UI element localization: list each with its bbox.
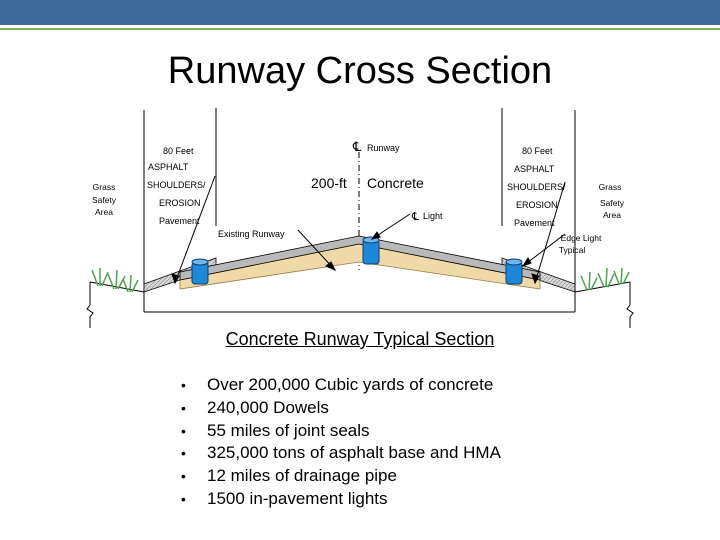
bullet-list: • Over 200,000 Cubic yards of concrete • 2… [181, 374, 501, 511]
right-shoulders-label: SHOULDERS/ [507, 182, 566, 192]
leader-arrows [171, 175, 566, 285]
centerline-light-icon [362, 236, 380, 265]
caption-text: Concrete Runway Typical Section [225, 329, 495, 349]
left-erosion-label: EROSION [159, 198, 201, 208]
list-item: • 55 miles of joint seals [181, 420, 501, 443]
right-asphalt-label: ASPHALT [514, 164, 555, 174]
bullet-text: 240,000 Dowels [207, 397, 329, 417]
bullet-text: 1500 in-pavement lights [207, 488, 388, 508]
list-item: • 240,000 Dowels [181, 397, 501, 420]
list-item: • 1500 in-pavement lights [181, 488, 501, 511]
bullet-symbol: • [181, 422, 186, 439]
right-pavement-label: Pavement [514, 218, 555, 228]
centerline-symbol: ℄ [352, 139, 362, 154]
left-grass-label: Grass [93, 182, 116, 192]
bullet-symbol: • [181, 490, 186, 507]
existing-runway-label: Existing Runway [218, 229, 285, 239]
bullet-symbol: • [181, 399, 186, 416]
slide-title: Runway Cross Section [167, 50, 553, 92]
left-width-label: 80 Feet [163, 146, 194, 156]
header-bar [0, 0, 720, 25]
list-item: • 325,000 tons of asphalt base and HMA [181, 442, 501, 465]
edge-light-label: Edge Light [561, 233, 602, 243]
section-caption: Concrete Runway Typical Section [0, 329, 720, 350]
edge-light-typical-label: Typical [559, 245, 586, 255]
right-width-label: 80 Feet [522, 146, 553, 156]
centerline-light-label: Light [423, 211, 443, 221]
right-area-label: Area [603, 210, 621, 220]
right-edge-light-icon [505, 258, 523, 285]
left-break-line [86, 282, 94, 328]
centerline-light-symbol: ℄ [411, 211, 419, 223]
bullet-symbol: • [181, 468, 186, 485]
concrete-pavement [179, 235, 541, 281]
left-pavement-label: Pavement [159, 216, 200, 226]
bullet-text: 12 miles of drainage pipe [207, 466, 397, 486]
right-safety-label: Safety [600, 198, 625, 208]
left-edge-light-icon [191, 258, 209, 285]
center-width-label: 200-ft [311, 175, 347, 191]
left-area-label: Area [95, 207, 113, 217]
header-accent-line [0, 28, 720, 30]
bullet-text: 55 miles of joint seals [207, 420, 370, 440]
bullet-text: 325,000 tons of asphalt base and HMA [207, 443, 501, 463]
center-material-label: Concrete [367, 175, 424, 191]
left-asphalt-label: ASPHALT [148, 162, 189, 172]
centerline-runway-label: Runway [367, 143, 400, 153]
list-item: • Over 200,000 Cubic yards of concrete [181, 374, 501, 397]
right-grass-label: Grass [599, 182, 622, 192]
right-break-line [626, 282, 634, 328]
bullet-text: Over 200,000 Cubic yards of concrete [207, 375, 494, 394]
right-erosion-label: EROSION [516, 200, 558, 210]
left-ground-line [89, 281, 145, 293]
bullet-symbol: • [181, 377, 186, 393]
bullet-symbol: • [181, 445, 186, 462]
left-safety-label: Safety [92, 195, 117, 205]
list-item: • 12 miles of drainage pipe [181, 465, 501, 488]
left-shoulders-label: SHOULDERS/ [147, 180, 206, 190]
grass-tufts [91, 267, 630, 293]
